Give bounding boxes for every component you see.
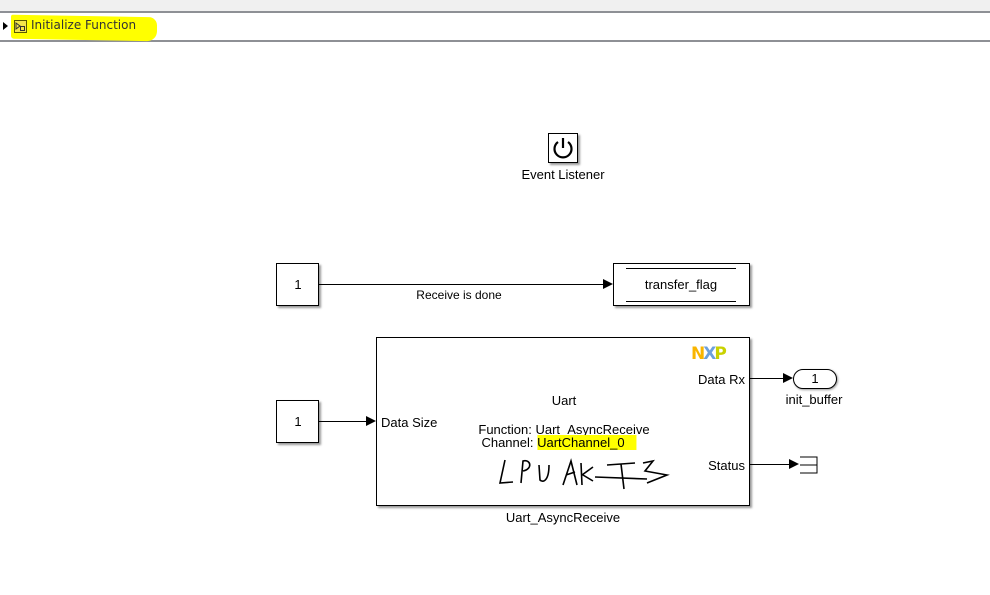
- uart-function: Function: Uart_AsyncReceive: [478, 422, 650, 437]
- constant-block[interactable]: 1: [276, 400, 319, 443]
- function-subsystem-icon: [14, 20, 27, 33]
- outport-number: 1: [811, 371, 819, 386]
- event-listener-label: Event Listener: [521, 167, 605, 182]
- terminator-block[interactable]: [799, 455, 819, 475]
- outport-name: init_buffer: [785, 392, 843, 407]
- uart-async-receive-block[interactable]: NXP Data Rx Uart Data Size Function: Uar…: [376, 337, 750, 506]
- uart-channel: Channel: UartChannel_0: [481, 435, 637, 450]
- output-port-status: Status: [708, 458, 745, 473]
- signal-arrow: [366, 416, 376, 426]
- input-port-data-size: Data Size: [381, 415, 438, 430]
- event-listener-block[interactable]: [548, 133, 578, 163]
- channel-value: UartChannel_0: [537, 435, 637, 450]
- signal-arrow: [789, 459, 799, 469]
- signal-line[interactable]: [750, 378, 784, 379]
- expand-arrow-icon[interactable]: [3, 22, 8, 30]
- handwritten-note: [498, 458, 670, 490]
- breadcrumb-item-initialize-function[interactable]: Initialize Function: [31, 18, 137, 32]
- outport-block[interactable]: 1: [793, 369, 837, 389]
- data-store-name: transfer_flag: [644, 277, 718, 292]
- signal-arrow: [783, 373, 793, 383]
- uart-title: Uart: [551, 393, 577, 408]
- power-icon: [553, 138, 573, 159]
- signal-arrow: [603, 279, 613, 289]
- block-name-label: Uart_AsyncReceive: [505, 510, 621, 525]
- divider: [0, 11, 990, 13]
- constant-value: 1: [294, 277, 302, 292]
- signal-line[interactable]: [319, 421, 367, 422]
- signal-label: Receive is done: [416, 288, 502, 302]
- breadcrumb-bar: [0, 13, 990, 41]
- signal-line[interactable]: [319, 284, 603, 285]
- signal-line[interactable]: [750, 464, 790, 465]
- output-port-data-rx: Data Rx: [698, 372, 745, 387]
- divider: [0, 40, 990, 42]
- channel-prefix: Channel:: [481, 435, 538, 450]
- constant-block[interactable]: 1: [276, 263, 319, 306]
- constant-value: 1: [294, 414, 302, 429]
- nxp-logo: NXP: [691, 344, 727, 364]
- data-store-write-block[interactable]: transfer_flag: [613, 263, 750, 306]
- toolbar-strip: [0, 0, 990, 11]
